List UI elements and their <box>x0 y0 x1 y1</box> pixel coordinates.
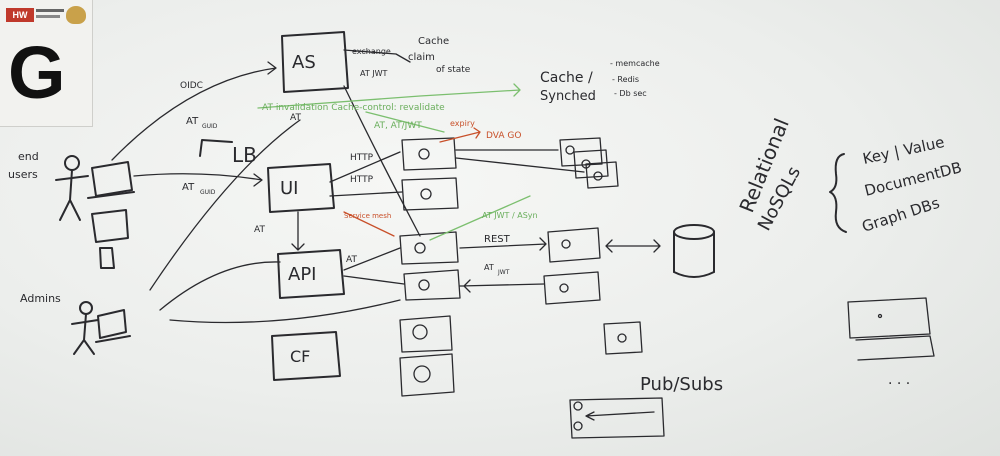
label-at-1: AT <box>186 116 199 127</box>
note-of-state: of state <box>436 65 471 75</box>
note-cache-slash: Cache / <box>540 70 593 86</box>
label-http-1: HTTP <box>350 153 374 163</box>
laptop-icon <box>87 161 135 199</box>
label-at-2: AT <box>290 113 301 123</box>
db-sync-arrow <box>605 239 661 253</box>
cache-cluster <box>559 137 619 189</box>
label-api: API <box>288 264 316 285</box>
label-jwt-sub: JWT <box>497 269 510 276</box>
end-user-figure <box>55 155 89 221</box>
label-at-5: AT <box>346 255 357 265</box>
label-cache-control: AT invalidation Cache-control: revalidat… <box>262 103 445 113</box>
section-letter: G <box>8 31 66 114</box>
label-expiry: expiry <box>450 119 475 128</box>
label-rest: REST <box>484 234 511 245</box>
as-box <box>281 31 349 93</box>
label-green-aside: AT, AT/JWT <box>374 121 422 131</box>
label-http-2: HTTP <box>350 175 374 185</box>
logo-text-line <box>36 15 60 18</box>
note-cache: Cache <box>418 36 449 47</box>
key-value-brace <box>829 153 847 233</box>
hw-logo: HW <box>6 8 34 22</box>
note-db-sec: - Db sec <box>614 89 647 98</box>
service-instance-column <box>399 137 461 397</box>
lb-bracket <box>199 139 233 157</box>
note-ellipsis: . . . <box>888 372 910 388</box>
service-mesh-arrows <box>343 127 481 237</box>
label-lb: LB <box>232 143 257 167</box>
database-cylinder <box>673 224 715 278</box>
note-claim: claim <box>408 52 435 63</box>
label-users: users <box>8 168 38 181</box>
label-guid-1: GUID <box>202 123 218 130</box>
admin-figure <box>71 301 131 355</box>
note-memcache: - memcache <box>610 59 660 68</box>
label-admins: Admins <box>20 292 61 305</box>
label-guid-3: GUID <box>200 189 216 196</box>
label-as: AS <box>292 52 316 73</box>
label-exchange: exchange <box>352 47 391 56</box>
note-key-value: Key | Value <box>861 133 946 168</box>
note-graph-dbs: Graph DBs <box>860 194 942 236</box>
async-green-arrows <box>257 83 531 241</box>
logo-text-line <box>36 9 64 12</box>
label-cf: CF <box>290 347 310 366</box>
note-redis: - Redis <box>612 75 639 84</box>
label-at-3: AT <box>182 182 195 193</box>
beaver-mascot-icon <box>66 6 86 24</box>
cf-box <box>271 331 341 381</box>
label-end: end <box>18 150 39 163</box>
tablet-icon <box>91 209 129 243</box>
label-at-4: AT <box>254 225 265 235</box>
note-pub-subs: Pub/Subs <box>640 374 723 395</box>
phone-icon <box>99 247 115 269</box>
label-ui: UI <box>280 178 298 199</box>
label-oidc: OIDC <box>180 81 203 91</box>
api-box <box>277 249 345 299</box>
flow-arrows <box>111 49 585 324</box>
label-at-jwt-top: AT JWT <box>360 69 388 78</box>
label-service-mesh: Service mesh <box>344 212 391 220</box>
note-synched: Synched <box>540 89 596 104</box>
label-green-mid: AT JWT / ASyn <box>482 211 538 220</box>
corner-label-card: HW G <box>0 0 93 127</box>
pubsub-queue <box>569 397 665 439</box>
document-stack <box>847 297 935 361</box>
right-service-boxes <box>543 227 643 355</box>
label-dva-go: DVA GO <box>486 131 521 141</box>
label-at-jwt: AT <box>484 263 494 272</box>
ui-box <box>267 163 335 213</box>
